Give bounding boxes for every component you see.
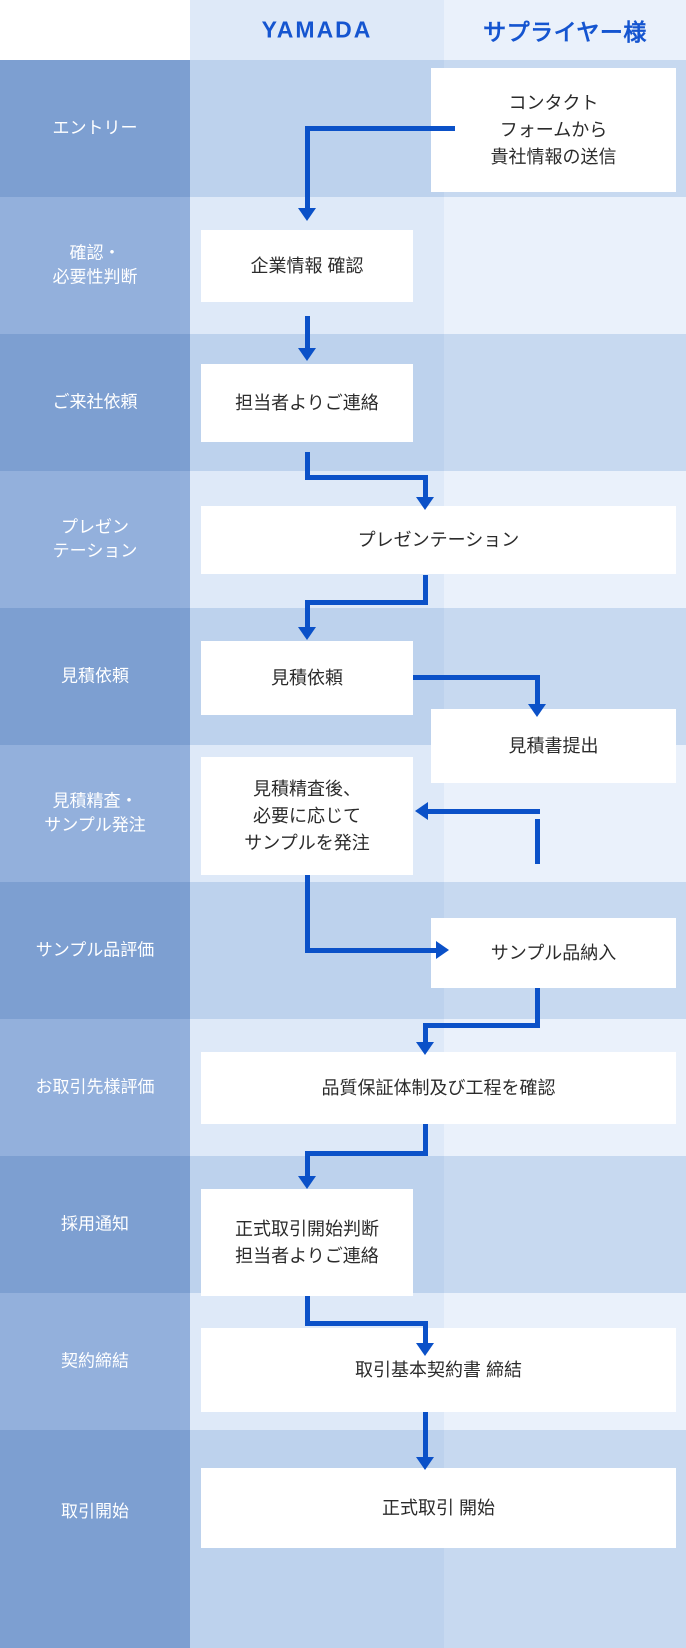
header-supplier: サプライヤー様 — [444, 0, 686, 60]
stage-cell-confirmation: 確認・ 必要性判断 — [0, 197, 190, 334]
connector-pres-h — [305, 600, 428, 605]
connector-contract-v — [423, 1412, 428, 1464]
arrow-contract-down — [416, 1457, 434, 1470]
connector-review-h — [305, 948, 438, 953]
header-yamada: YAMADA — [190, 0, 444, 60]
box-sample-delivery[interactable]: サンプル品納入 — [431, 918, 676, 988]
connector-pres-v2 — [305, 600, 310, 632]
box-quote-submit[interactable]: 見積書提出 — [431, 709, 676, 783]
connector-quote-v — [535, 675, 540, 709]
arrow-quality-down — [298, 1176, 316, 1189]
stage-label-sample-eval: サンプル品評価 — [35, 940, 155, 960]
connector-sample-v2 — [423, 1023, 428, 1048]
header-row: YAMADA サプライヤー様 — [0, 0, 686, 60]
stage-label-quote-review: 見積精査・ サンプル発注 — [44, 790, 146, 835]
arrow-submit-left — [415, 802, 428, 820]
box-company-info-check[interactable]: 企業情報 確認 — [201, 230, 413, 302]
stage-cell-quote-review: 見積精査・ サンプル発注 — [0, 745, 190, 882]
stage-label-visit-request: ご来社依頼 — [52, 392, 138, 412]
stage-cell-entry: エントリー — [0, 60, 190, 197]
arrow-pres-down — [298, 627, 316, 640]
lane-supplier-visit-request — [444, 334, 686, 471]
connector-adopt-v2 — [423, 1321, 428, 1349]
stage-label-quote-request: 見積依頼 — [61, 666, 129, 686]
connector-entry-v — [305, 126, 310, 213]
arrow-adopt-down — [416, 1343, 434, 1356]
connector-review-v — [305, 875, 310, 950]
stage-cell-trade-start: 取引開始 — [0, 1430, 190, 1648]
connector-sample-v1 — [535, 988, 540, 1028]
row-trade-start: 取引開始 — [0, 1430, 686, 1648]
stage-label-adoption-notice: 採用通知 — [61, 1214, 129, 1234]
box-quote-request[interactable]: 見積依頼 — [201, 641, 413, 715]
stage-label-partner-eval: お取引先様評価 — [35, 1077, 155, 1097]
header-left-blank — [0, 0, 190, 60]
connector-quality-h — [305, 1151, 428, 1156]
stage-cell-quote-request: 見積依頼 — [0, 608, 190, 745]
connector-visit-h — [305, 475, 428, 480]
stage-label-confirmation: 確認・ 必要性判断 — [52, 242, 138, 287]
arrow-visit-down — [416, 497, 434, 510]
stage-cell-sample-eval: サンプル品評価 — [0, 882, 190, 1019]
connector-adopt-v1 — [305, 1296, 310, 1326]
stage-cell-presentation: プレゼン テーション — [0, 471, 190, 608]
box-contact-form[interactable]: コンタクト フォームから 貴社情報の送信 — [431, 68, 676, 192]
connector-sample-h — [423, 1023, 540, 1028]
connector-quote-h — [413, 675, 540, 680]
connector-submit-h — [428, 809, 540, 814]
lane-supplier-confirmation — [444, 197, 686, 334]
box-staff-contact[interactable]: 担当者よりご連絡 — [201, 364, 413, 442]
connector-entry-h — [305, 126, 455, 131]
box-adoption-notice[interactable]: 正式取引開始判断 担当者よりご連絡 — [201, 1189, 413, 1296]
connector-quality-v2 — [305, 1151, 310, 1181]
arrow-entry-down — [298, 208, 316, 221]
arrow-review-right — [436, 941, 449, 959]
connector-adopt-h — [305, 1321, 428, 1326]
lane-supplier-adoption-notice — [444, 1156, 686, 1293]
box-contract[interactable]: 取引基本契約書 締結 — [201, 1328, 676, 1412]
stage-cell-adoption-notice: 採用通知 — [0, 1156, 190, 1293]
box-trade-start[interactable]: 正式取引 開始 — [201, 1468, 676, 1548]
arrow-confirm-down — [298, 348, 316, 361]
stage-label-trade-start: 取引開始 — [61, 1502, 129, 1521]
arrow-quote-down — [528, 704, 546, 717]
box-quality-check[interactable]: 品質保証体制及び工程を確認 — [201, 1052, 676, 1124]
stage-cell-partner-eval: お取引先様評価 — [0, 1019, 190, 1156]
connector-confirm-v — [305, 316, 310, 356]
connector-pres-v1 — [423, 575, 428, 605]
column-title-supplier: サプライヤー様 — [483, 19, 647, 45]
stage-label-entry: エントリー — [52, 118, 138, 138]
connector-visit-v2 — [423, 475, 428, 503]
stage-cell-contract: 契約締結 — [0, 1293, 190, 1430]
column-title-yamada: YAMADA — [261, 16, 373, 43]
stage-label-contract: 契約締結 — [61, 1351, 129, 1371]
connector-submit-v — [535, 819, 540, 864]
box-quote-review[interactable]: 見積精査後、 必要に応じて サンプルを発注 — [201, 757, 413, 875]
stage-label-presentation: プレゼン テーション — [52, 516, 138, 561]
connector-visit-v1 — [305, 452, 310, 480]
stage-cell-visit-request: ご来社依頼 — [0, 334, 190, 471]
connector-quality-v1 — [423, 1124, 428, 1156]
box-presentation[interactable]: プレゼンテーション — [201, 506, 676, 574]
arrow-sample-down — [416, 1042, 434, 1055]
